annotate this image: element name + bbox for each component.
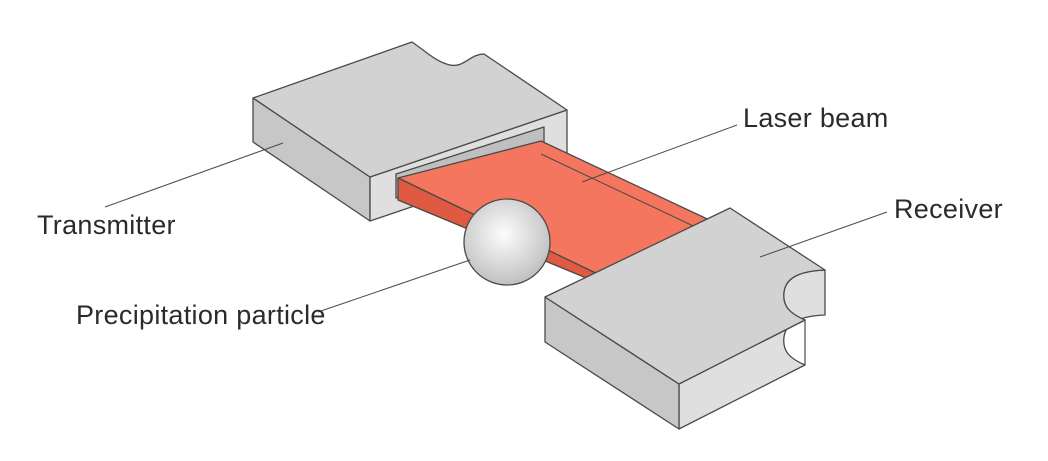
transmitter-top-face xyxy=(252,41,568,178)
receiver-box xyxy=(544,207,826,430)
receiver-leader-line xyxy=(759,211,888,258)
label-precipitation-particle: Precipitation particle xyxy=(76,300,326,330)
particle-leader-line xyxy=(317,259,471,313)
label-receiver: Receiver xyxy=(894,194,1003,224)
label-laser-beam: Laser beam xyxy=(743,103,889,133)
receiver-top-face xyxy=(544,207,826,385)
precipitation-particle-sphere xyxy=(463,198,551,286)
label-transmitter: Transmitter xyxy=(37,210,176,240)
laser-beam-inner-line xyxy=(540,153,707,233)
laser-beam-leader-line xyxy=(581,124,738,183)
transmitter-leader-line xyxy=(104,142,284,208)
